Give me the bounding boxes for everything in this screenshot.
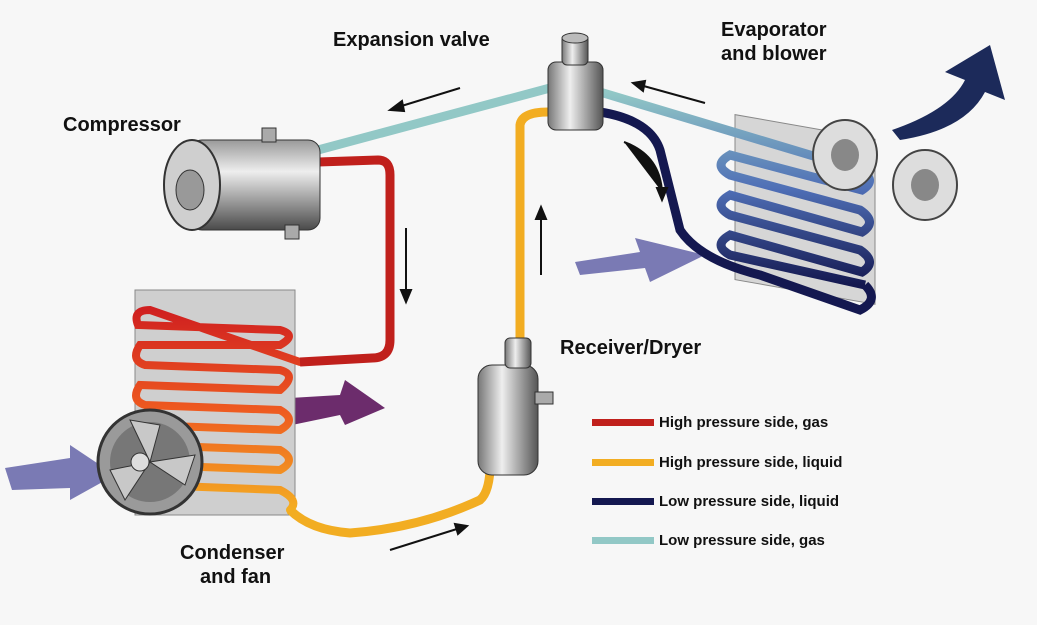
legend-item-high-liquid: High pressure side, liquid bbox=[592, 454, 842, 471]
legend-item-low-gas: Low pressure side, gas bbox=[592, 532, 825, 549]
flow-arrow-to-compressor bbox=[394, 87, 461, 109]
legend-label: Low pressure side, liquid bbox=[659, 493, 840, 510]
legend-swatch-high-gas bbox=[592, 419, 654, 426]
expansion-valve bbox=[547, 32, 604, 131]
condenser-label-line2: and fan bbox=[200, 566, 272, 588]
legend-swatch-low-gas bbox=[592, 537, 654, 544]
legend-label: High pressure side, liquid bbox=[659, 454, 843, 471]
condenser-label-line1: Condenser bbox=[180, 542, 285, 564]
legend-label: Low pressure side, gas bbox=[659, 532, 825, 549]
evaporator-label-line1: Evaporator bbox=[721, 19, 827, 41]
pipe-high-pressure-liquid-upper bbox=[515, 107, 549, 345]
evaporator-label-line2: and blower bbox=[721, 43, 827, 65]
airflow-in-arrow bbox=[5, 445, 115, 500]
compressor bbox=[163, 127, 321, 240]
pipe-high-pressure-liquid bbox=[286, 449, 495, 538]
flow-arrow-bottom bbox=[389, 527, 461, 551]
receiver-dryer-label: Receiver/Dryer bbox=[560, 337, 702, 359]
legend-item-low-liquid: Low pressure side, liquid bbox=[592, 493, 839, 510]
airflow-cold-arrow bbox=[892, 45, 1005, 140]
legend-label: High pressure side, gas bbox=[659, 414, 829, 431]
condenser-fan bbox=[96, 408, 204, 516]
flow-arrow-from-evap bbox=[639, 84, 706, 104]
pipe-low-pressure-gas bbox=[316, 83, 552, 155]
expansion-valve-label: Expansion valve bbox=[333, 29, 490, 51]
legend-swatch-low-liquid bbox=[592, 498, 654, 505]
airflow-evap-in-arrow bbox=[575, 238, 705, 282]
legend-swatch-high-liquid bbox=[592, 459, 654, 466]
pipe-low-pressure-liquid bbox=[599, 107, 876, 315]
blower bbox=[812, 119, 958, 221]
flow-arrow-down-navy bbox=[623, 141, 663, 193]
legend-item-high-gas: High pressure side, gas bbox=[592, 414, 828, 431]
compressor-label: Compressor bbox=[63, 114, 181, 136]
receiver-dryer bbox=[477, 337, 554, 476]
airflow-hot-arrow bbox=[290, 380, 385, 425]
pipe-high-pressure-gas bbox=[299, 155, 395, 367]
